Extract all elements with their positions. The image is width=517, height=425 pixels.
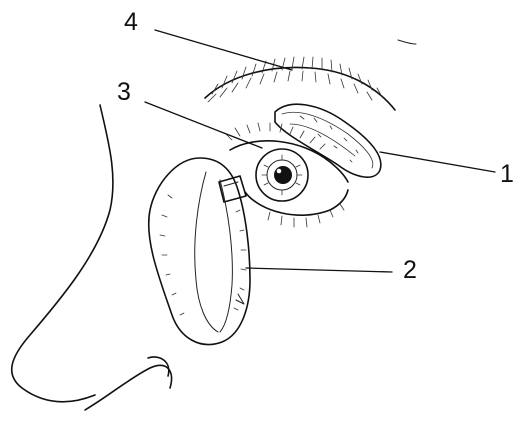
callout-label-3: 3 (117, 78, 131, 106)
eye (256, 149, 308, 201)
callout-label-1: 1 (500, 160, 514, 188)
lower-eyelid (245, 190, 348, 227)
pupil (274, 166, 292, 184)
callout-label-4: 4 (124, 8, 138, 36)
lacrimal-punctum (219, 176, 246, 202)
leader-3 (145, 102, 262, 148)
leader-2 (246, 268, 392, 272)
leader-1 (380, 152, 495, 172)
callout-label-2: 2 (403, 256, 417, 284)
lacrimal-gland (275, 104, 381, 177)
brow-stroke (398, 40, 416, 44)
leader-4 (155, 30, 292, 70)
lacrimal-sac (149, 158, 250, 344)
eyebrow (205, 57, 395, 110)
nose-outline (12, 105, 172, 410)
